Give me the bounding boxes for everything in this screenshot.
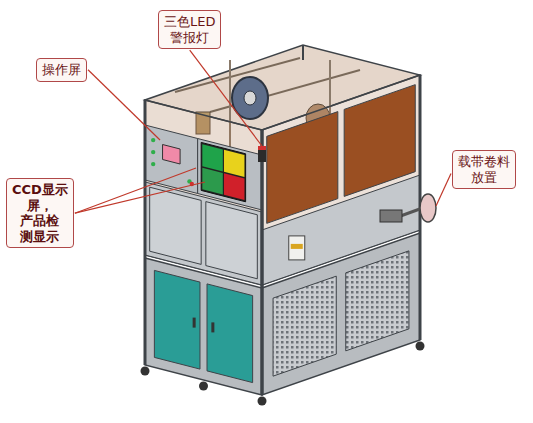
reel-bracket	[380, 210, 402, 222]
ccd-screen	[201, 142, 245, 201]
ccd-tile	[202, 144, 222, 171]
vent-panel	[273, 276, 336, 376]
callout-box: 三色LED 警报灯	[158, 10, 221, 49]
leader-line	[75, 182, 205, 213]
leader-line	[190, 50, 262, 146]
frame-edge	[144, 100, 147, 365]
brown-panel	[267, 112, 338, 224]
right-lower	[262, 233, 420, 395]
teal-door	[154, 270, 200, 369]
sensor-label	[291, 244, 303, 249]
door-handle	[211, 322, 214, 332]
button	[151, 138, 155, 142]
caster	[141, 367, 150, 376]
callout-label: CCD显示 屏，产品检 测显示	[12, 182, 68, 244]
caster	[199, 382, 208, 391]
leader-line	[75, 168, 196, 213]
ccd-tile	[224, 150, 244, 177]
callout-box: 载带卷料 放置	[452, 150, 516, 189]
front-door	[150, 187, 201, 264]
operation-screen	[163, 145, 181, 165]
sensor-unit	[289, 236, 305, 260]
callout-label: 三色LED 警报灯	[164, 14, 215, 45]
door-handle	[193, 318, 196, 328]
callout-box: CCD显示 屏，产品检 测显示	[6, 178, 74, 248]
frame-edge	[302, 45, 304, 60]
caster	[258, 397, 267, 406]
carrier-reel	[420, 194, 436, 222]
front-door	[206, 202, 257, 279]
callout-label: 载带卷料 放置	[458, 154, 510, 185]
brown-panel	[344, 85, 415, 197]
teal-door	[207, 284, 253, 383]
button	[151, 162, 155, 166]
frame-edge	[260, 130, 264, 395]
leader-line	[88, 70, 160, 140]
button	[151, 150, 155, 154]
warning-lamp-red	[258, 146, 266, 150]
reel-hub	[244, 91, 256, 105]
ccd-tile	[224, 173, 244, 200]
control-panel	[145, 125, 198, 194]
front-lower	[145, 258, 262, 395]
leader-line	[436, 174, 451, 206]
ccd-tile	[202, 168, 222, 195]
warning-lamp	[258, 146, 266, 162]
callout-label: 操作屏	[42, 62, 81, 78]
callout-box: 操作屏	[36, 58, 87, 82]
vent-panel	[346, 251, 409, 351]
caster	[416, 342, 425, 351]
